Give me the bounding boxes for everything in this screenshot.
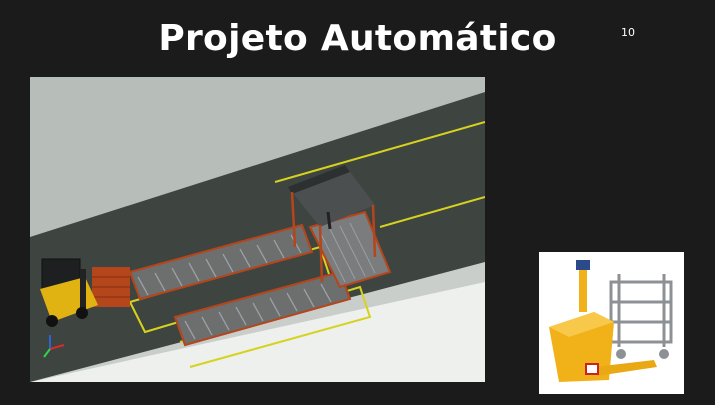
agv-drawing: [539, 252, 684, 394]
slide-number: 10: [621, 26, 635, 39]
slide-title: Projeto Automático: [158, 18, 557, 59]
lower-conveyor: [173, 270, 352, 347]
axis-triad-icon: [43, 335, 65, 358]
factory-layout-render: [30, 77, 485, 382]
forklift: [40, 258, 130, 327]
factory-layout-drawing: [30, 77, 485, 382]
agv-robot-photo: [539, 252, 684, 394]
robot-cell: [288, 165, 392, 289]
upper-conveyor: [128, 223, 314, 301]
